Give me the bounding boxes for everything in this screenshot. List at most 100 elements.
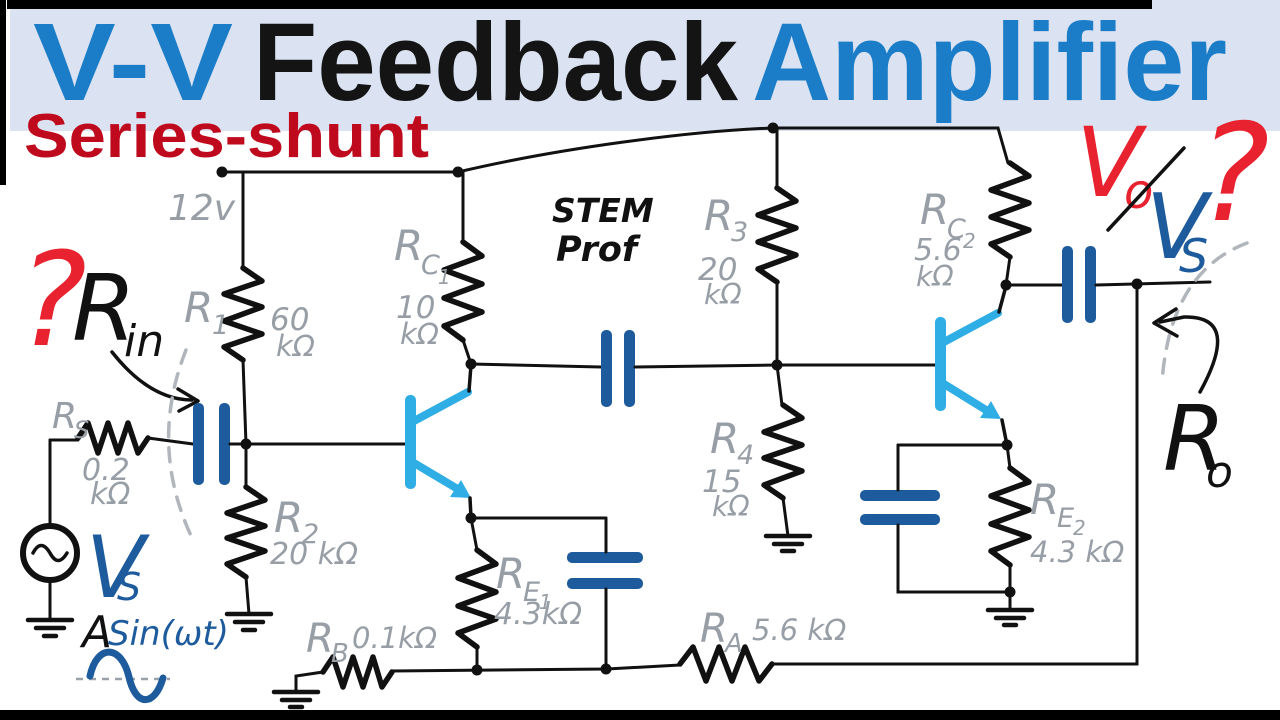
vo-label-sub: o xyxy=(1124,164,1153,220)
feedback-network: R B 0.1kΩ R A 5.6 kΩ xyxy=(271,606,846,710)
bias-divider: R 1 60 kΩ R 2 20 kΩ xyxy=(184,170,407,633)
wire-cap-to-r3r4 xyxy=(633,363,779,369)
ro-boundary-dashed-arc xyxy=(1160,241,1249,384)
transistor-q1-emitter-arrow xyxy=(450,480,471,498)
r3-label-sub: 3 xyxy=(731,217,748,248)
divide-slash xyxy=(1106,146,1186,232)
bypass-capacitor1-plate xyxy=(567,552,643,563)
bypass-capacitor2-plate xyxy=(860,514,940,525)
rc1-value-1: 10 xyxy=(396,290,435,326)
r4-label-sub: 4 xyxy=(737,440,754,471)
resistor-rs-zigzag xyxy=(75,420,151,456)
supply-voltage-label: 12v xyxy=(168,188,236,229)
ro-arrow xyxy=(1158,315,1220,394)
left-black-strip xyxy=(0,0,6,185)
ground-r4 xyxy=(763,533,813,554)
resistor-r3-zigzag xyxy=(755,185,799,285)
output-capacitor-plate xyxy=(1085,246,1096,323)
gain-question-mark: ? xyxy=(1198,95,1270,252)
ra-value: 5.6 kΩ xyxy=(752,613,846,647)
wire-collector1-to-cap xyxy=(469,362,603,369)
capacitor-plate xyxy=(219,403,230,485)
coupling-capacitor2-plate xyxy=(624,330,635,407)
wire-re1-top xyxy=(469,516,479,552)
transistor-q2-collector xyxy=(940,309,1002,346)
wire-q1-collector-stub xyxy=(467,363,473,393)
r2-label-sub: 2 xyxy=(302,519,319,550)
supply-rail: 12v xyxy=(168,122,1010,229)
rin-arrow xyxy=(110,350,194,402)
re1-label-sub: E xyxy=(523,577,540,608)
rs-label: R xyxy=(52,396,77,437)
r3-label: R xyxy=(704,191,733,240)
re1-label: R xyxy=(496,549,525,598)
rin-question-mark: ? xyxy=(18,224,87,376)
r1-label-sub: 1 xyxy=(212,310,229,341)
re2-label-sub2: 2 xyxy=(1073,516,1086,540)
junction-dot-cap1-bottom xyxy=(600,663,612,675)
r3-value-1: 20 xyxy=(698,252,737,288)
input-source-branch: R S 0.2 kΩ V S A Sin(ωt) xyxy=(20,396,229,703)
ra-label: R xyxy=(700,606,728,652)
ground-re2 xyxy=(985,607,1035,628)
title-banner xyxy=(10,0,1280,131)
ro-label: R xyxy=(1163,387,1226,492)
resistor-rb-zigzag xyxy=(320,654,395,690)
top-black-bar xyxy=(7,0,1152,9)
wire-output-feedback-loop xyxy=(770,282,1139,666)
rb-value: 0.1kΩ xyxy=(352,621,437,655)
wire-r2-bottom xyxy=(244,575,251,616)
r4-label: R xyxy=(710,414,739,463)
emitter-network-1: R E 1 4.3kΩ xyxy=(455,512,643,672)
vs-gain-label: V xyxy=(1146,175,1213,280)
wire-r1-bottom xyxy=(241,358,248,446)
r1-value-2: kΩ xyxy=(276,329,315,363)
rs-label-sub: S xyxy=(74,416,89,444)
title-word-amplifier: Amplifier xyxy=(752,1,1227,124)
output-capacitor-plate xyxy=(1062,246,1073,323)
bypass-capacitor2-plate xyxy=(860,490,940,501)
bypass-capacitor1-plate xyxy=(567,578,643,589)
input-coupling-capacitor xyxy=(193,403,230,485)
header: V-V Feedback Amplifier Series-shunt xyxy=(24,1,1227,171)
output-network xyxy=(770,246,1212,666)
junction-dot-supply xyxy=(216,166,228,178)
coupling-capacitor2-plate xyxy=(601,330,612,407)
junction-dot-rc1-top xyxy=(452,166,464,178)
watermark: STEM Prof xyxy=(552,191,654,270)
bottom-black-bar xyxy=(0,710,1280,720)
r4-value-1: 15 xyxy=(702,464,741,500)
vs-source-label: V xyxy=(86,518,150,618)
junction-dot-re1-bottom xyxy=(471,664,483,676)
resistor-re1-zigzag xyxy=(455,547,499,650)
wire-rail-curved xyxy=(456,126,775,174)
watermark-line2: Prof xyxy=(556,230,641,270)
resistor-rc2-zigzag xyxy=(988,160,1032,260)
r2-label: R xyxy=(274,493,303,542)
watermark-line1: STEM xyxy=(552,191,654,230)
rc2-label-sub2: 2 xyxy=(963,229,976,253)
re2-label: R xyxy=(1030,475,1059,524)
ro-annotation: R o xyxy=(1152,241,1249,498)
rc1-label: R xyxy=(394,221,423,270)
ground-source xyxy=(25,617,75,639)
rc2-label-sub: C xyxy=(947,214,966,245)
ac-source-sine-icon xyxy=(31,543,69,563)
transistor-q1-collector xyxy=(410,388,472,425)
stage2: R C 2 5.6 kΩ xyxy=(775,160,1032,447)
rin-annotation: ? R in xyxy=(18,224,200,542)
rc1-label-sub2: 1 xyxy=(438,265,451,289)
r3-value-2: kΩ xyxy=(704,278,742,311)
rc2-label: R xyxy=(920,185,949,234)
sine-wave-sketch xyxy=(86,648,167,703)
rin-label: R xyxy=(72,255,136,362)
transistor-q1-base-bar xyxy=(405,395,416,489)
resistor-r2-zigzag xyxy=(224,484,268,580)
vs-source-label-sub: S xyxy=(117,565,141,609)
ro-arrow-head xyxy=(1152,307,1179,338)
wire-r4-top xyxy=(775,363,784,407)
r1-value-1: 60 xyxy=(270,302,309,338)
rc2-value-2: kΩ xyxy=(916,260,954,293)
